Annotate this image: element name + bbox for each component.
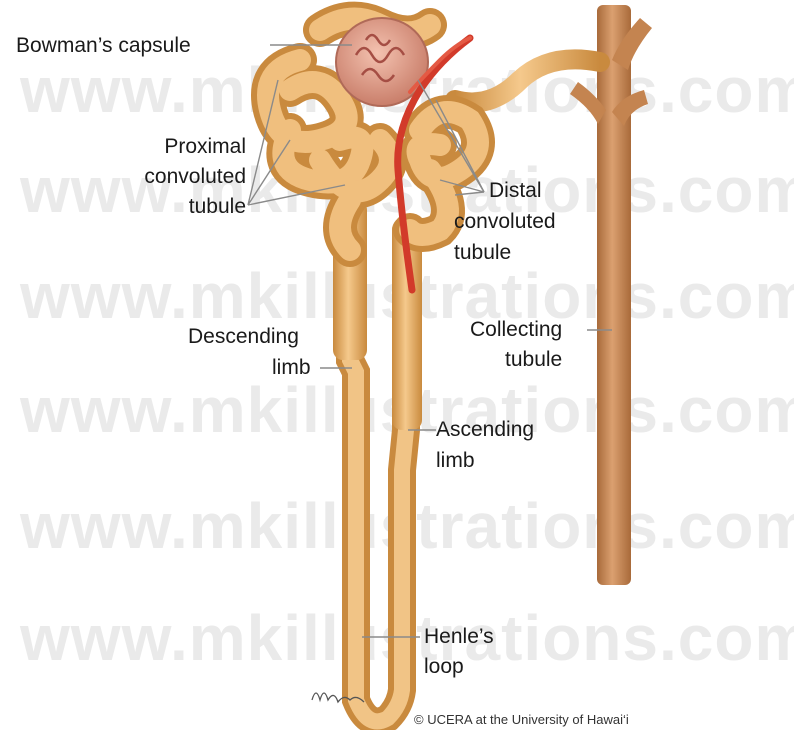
label-bowmans-capsule: Bowman’s capsule bbox=[16, 34, 191, 57]
label-ascending-line-1: Ascending bbox=[436, 418, 534, 441]
label-distal-line-1: Distal bbox=[489, 179, 542, 202]
label-proximal-line-2: convoluted bbox=[144, 165, 246, 188]
label-distal-line-2: convoluted bbox=[454, 210, 556, 233]
label-proximal-line-1: Proximal bbox=[164, 135, 246, 158]
label-distal-line-3: tubule bbox=[454, 241, 511, 264]
label-henle-line-1: Henle’s bbox=[424, 625, 494, 648]
label-descending-line-1: Descending bbox=[188, 325, 299, 348]
copyright-credit: © UCERA at the University of Hawai‘i bbox=[414, 712, 629, 727]
label-ascending-line-2: limb bbox=[436, 449, 475, 472]
label-proximal-line-3: tubule bbox=[189, 195, 246, 218]
label-henle-line-2: loop bbox=[424, 655, 464, 678]
label-collecting-line-2: tubule bbox=[505, 348, 562, 371]
label-collecting-line-1: Collecting bbox=[470, 318, 562, 341]
bowmans-capsule bbox=[336, 18, 428, 106]
label-descending-line-2: limb bbox=[272, 356, 311, 379]
